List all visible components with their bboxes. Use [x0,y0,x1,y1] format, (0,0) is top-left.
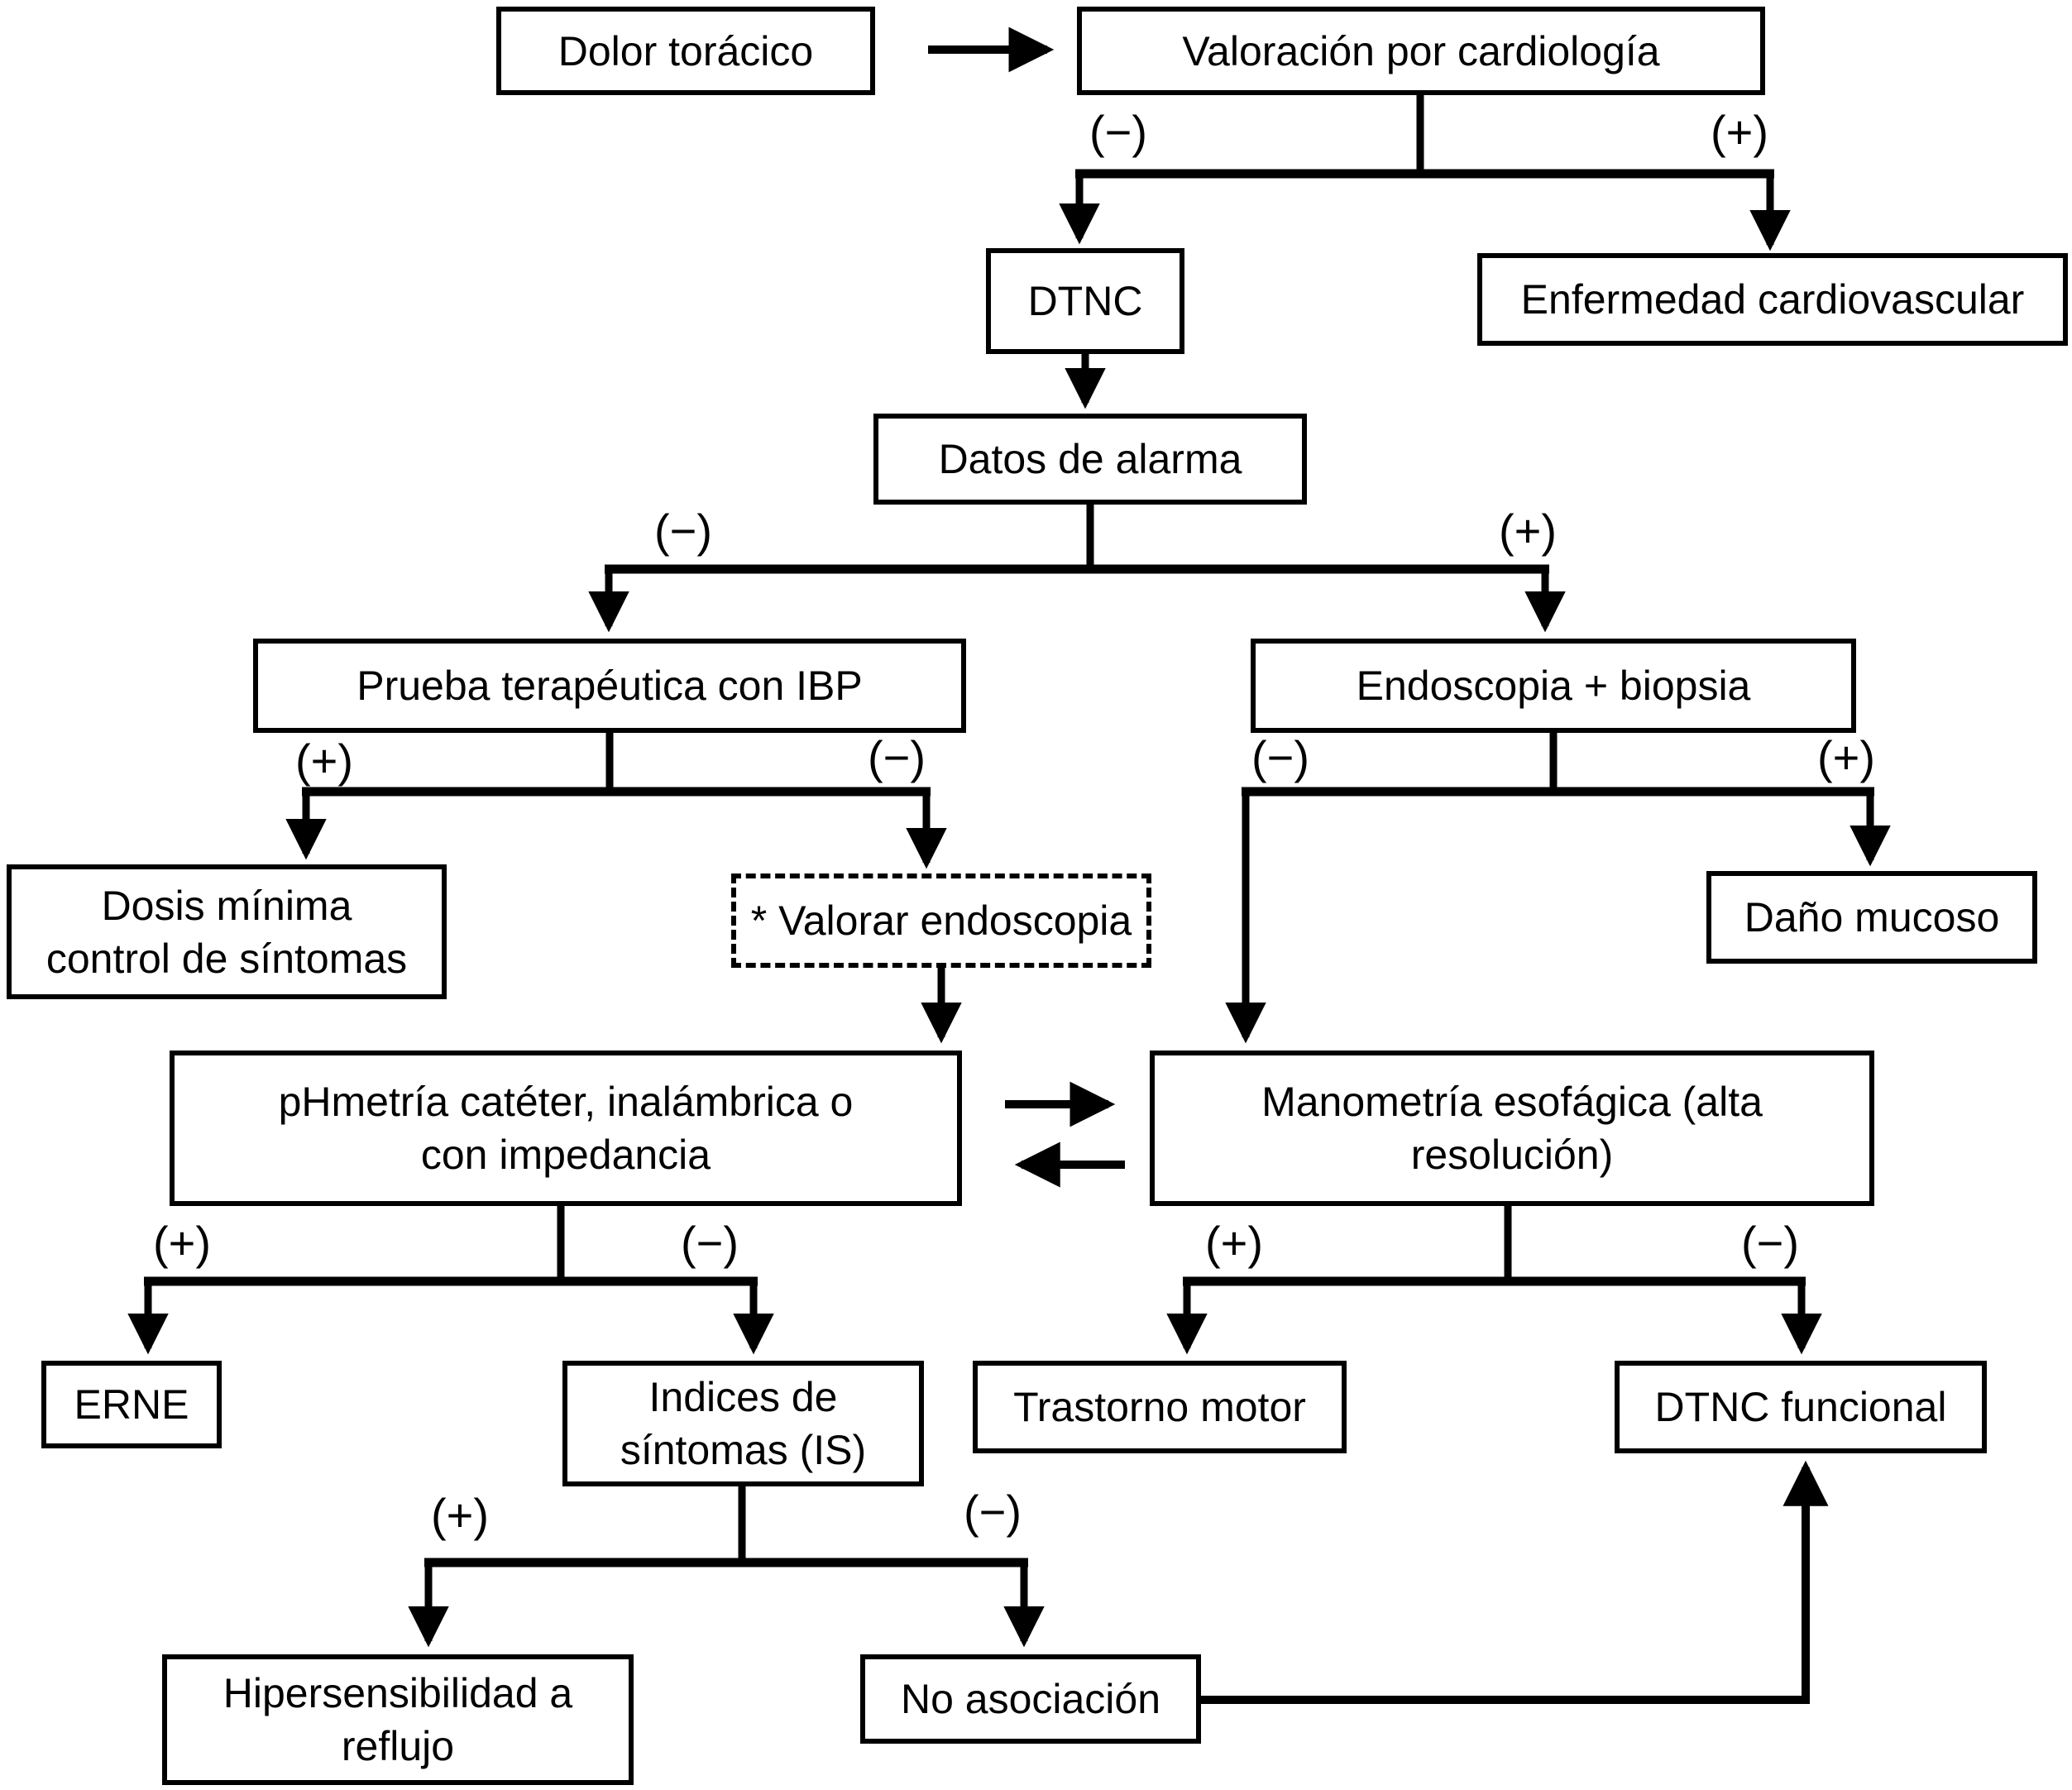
node-label: No asociación [900,1676,1161,1722]
node-phmetria: pHmetría catéter, inalámbrica o con impe… [170,1051,962,1206]
branch-label-alarma-pos: (+) [1499,505,1557,557]
branch-label-indices-pos: (+) [431,1489,489,1541]
branch-label-phmetria-neg: (−) [681,1217,739,1269]
node-trastorno-motor: Trastorno motor [973,1361,1347,1453]
node-label: Valoración por cardiología [1182,27,1660,74]
node-label: Indices de síntomas (IS) [620,1374,867,1473]
node-hipersensibilidad: Hipersensibilidad a reflujo [162,1654,634,1785]
node-label: Manometría esofágica (alta resolución) [1261,1079,1763,1178]
branch-label-manometria-pos: (+) [1205,1217,1263,1269]
node-valoracion-cardiologia: Valoración por cardiología [1077,7,1765,95]
node-label: Daño mucoso [1744,894,2000,940]
branch-label-manometria-neg: (−) [1741,1217,1799,1269]
node-no-asociacion: No asociación [860,1654,1201,1744]
node-manometria: Manometría esofágica (alta resolución) [1150,1051,1874,1206]
node-label: DTNC funcional [1654,1384,1947,1430]
node-endoscopia-biopsia: Endoscopia + biopsia [1251,639,1856,733]
branch-label-valoracion-pos: (+) [1711,106,1768,158]
node-dano-mucoso: Daño mucoso [1706,871,2037,964]
node-label: ERNE [74,1381,189,1428]
node-label: Endoscopia + biopsia [1356,663,1751,709]
node-label: Datos de alarma [938,436,1242,482]
node-label: pHmetría catéter, inalámbrica o con impe… [278,1079,854,1178]
node-dtnc: DTNC [986,248,1184,354]
node-dtnc-funcional: DTNC funcional [1615,1361,1987,1453]
node-label: DTNC [1027,278,1143,324]
branch-label-valoracion-neg: (−) [1089,106,1147,158]
node-erne: ERNE [41,1361,222,1448]
node-enfermedad-cardiovascular: Enfermedad cardiovascular [1477,253,2068,346]
branch-label-endoscopia-neg: (−) [1251,731,1309,783]
branch-label-endoscopia-pos: (+) [1817,731,1875,783]
node-label: * Valorar endoscopia [750,897,1132,944]
node-label: Dolor torácico [557,27,814,74]
node-label: Dosis mínima control de síntomas [45,882,408,982]
node-label: Hipersensibilidad a reflujo [223,1670,573,1769]
node-dosis-minima: Dosis mínima control de síntomas [7,864,447,999]
node-datos-de-alarma: Datos de alarma [873,414,1307,505]
branch-label-ibp-neg: (−) [868,731,926,783]
branch-label-ibp-pos: (+) [295,735,353,787]
node-label: Enfermedad cardiovascular [1520,276,2025,323]
node-label: Trastorno motor [1013,1384,1306,1430]
node-dolor-toracico: Dolor torácico [496,7,875,95]
branch-label-indices-neg: (−) [964,1486,1022,1538]
branch-label-phmetria-pos: (+) [153,1217,211,1269]
node-valorar-endoscopia: * Valorar endoscopia [731,873,1151,968]
node-label: Prueba terapéutica con IBP [356,663,863,709]
arrow-no-asociacion-to-dtnc-funcional [1199,1460,1829,1704]
node-indices-sintomas: Indices de síntomas (IS) [562,1361,924,1486]
branch-label-alarma-neg: (−) [654,505,712,557]
node-prueba-ibp: Prueba terapéutica con IBP [253,639,966,733]
